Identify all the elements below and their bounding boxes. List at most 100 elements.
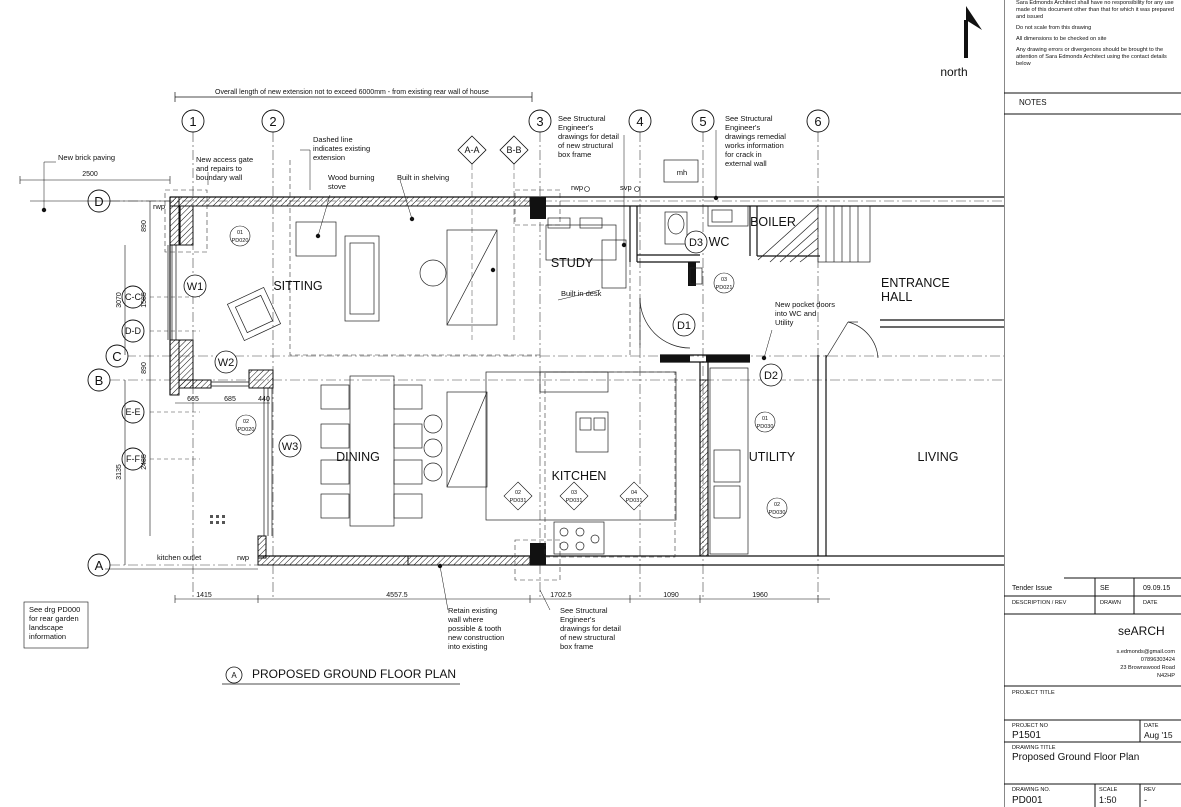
drawing-title: PROPOSED GROUND FLOOR PLAN bbox=[252, 667, 456, 681]
rwp-label-left: rwp bbox=[153, 202, 165, 211]
drawing-no-label: DRAWING NO. bbox=[1012, 787, 1051, 793]
grid-label-4: 4 bbox=[636, 114, 643, 129]
rev-header-date: DATE bbox=[1143, 600, 1158, 606]
grid-label-C: C bbox=[112, 349, 121, 364]
contact-address: 23 Brownswood Road bbox=[1120, 665, 1175, 671]
grid-bubble-A bbox=[87, 553, 111, 577]
north-arrow: north bbox=[940, 6, 982, 79]
note-built-in-desk: Built in desk bbox=[561, 289, 602, 298]
svp-label: svp bbox=[620, 183, 632, 192]
section-label-ee: E-E bbox=[125, 407, 140, 417]
room-sitting: SITTING bbox=[273, 279, 322, 293]
window-w3: W3 bbox=[282, 441, 299, 453]
grid-label-D: D bbox=[94, 194, 103, 209]
disclaimer-1: Sara Edmonds Architect shall have no res… bbox=[1016, 0, 1174, 20]
drawing-ref-letter: A bbox=[231, 671, 237, 680]
section-label-cc: C-C bbox=[125, 292, 141, 302]
project-date: Aug '15 bbox=[1144, 730, 1173, 740]
disclaimer-4: Any drawing errors or divergences should… bbox=[1016, 47, 1167, 67]
walls bbox=[169, 196, 1004, 566]
grid-label-A: A bbox=[95, 558, 104, 573]
note-shelving: Built in shelving bbox=[397, 173, 449, 182]
dim-2485: 2485 bbox=[141, 454, 148, 470]
callout-num-5: 02 bbox=[515, 490, 521, 496]
callout-ref-7: PD031 bbox=[626, 498, 643, 504]
grid-label-5: 5 bbox=[699, 114, 706, 129]
callout-ref-4: PD030 bbox=[769, 510, 786, 516]
callout-ref-1: PD020 bbox=[238, 427, 255, 433]
contact-postcode: N42HP bbox=[1156, 673, 1175, 679]
callout-num-3: 01 bbox=[762, 416, 768, 422]
floor-plan-drawing: 1 2 3 4 5 6 D C B A C-C D-D E-E F-F A-A … bbox=[19, 6, 1004, 685]
dim-3070: 3070 bbox=[116, 292, 123, 308]
project-no: P1501 bbox=[1012, 730, 1041, 741]
disclaimer: Sara Edmonds Architect shall have no res… bbox=[1016, 0, 1178, 72]
new-wall-hatched bbox=[169, 196, 531, 566]
rwp-label-bottom: rwp bbox=[237, 553, 249, 562]
furniture bbox=[226, 159, 871, 555]
rev-header-description: DESCRIPTION / REV bbox=[1012, 600, 1067, 606]
contact-email: s.edmonds@gmail.com bbox=[1116, 649, 1175, 655]
grid-bubble-4 bbox=[628, 109, 652, 133]
door-d1: D1 bbox=[677, 320, 691, 332]
room-study: STUDY bbox=[551, 256, 594, 270]
svg-text:north: north bbox=[940, 65, 967, 79]
revision-date: 09.09.15 bbox=[1143, 585, 1171, 592]
callout-ref-2: PD021 bbox=[716, 285, 733, 291]
callout-ref-6: PD031 bbox=[566, 498, 583, 504]
contact-phone: 07896303424 bbox=[1140, 657, 1175, 663]
project-title-label: PROJECT TITLE bbox=[1012, 690, 1055, 696]
callout-num-0: 01 bbox=[237, 230, 243, 236]
section-label-dd: D-D bbox=[125, 326, 141, 336]
door-d3: D3 bbox=[689, 237, 703, 249]
kitchen-outlet-label: kitchen outlet bbox=[157, 553, 202, 562]
dim-1090: 1090 bbox=[663, 592, 679, 599]
firm-contact: s.edmonds@gmail.com 07896303424 23 Brown… bbox=[1116, 648, 1175, 680]
grid-bubble-1 bbox=[181, 109, 205, 133]
project-no-label: PROJECT NO bbox=[1012, 723, 1048, 729]
rev-value: - bbox=[1144, 795, 1147, 805]
callout-num-4: 02 bbox=[774, 502, 780, 508]
dim-665: 665 bbox=[187, 396, 199, 403]
note-brick-paving: New brick paving bbox=[58, 153, 115, 162]
drawing-title-label: DRAWING TITLE bbox=[1012, 745, 1056, 751]
grid-label-B: B bbox=[95, 373, 104, 388]
grid-label-2: 2 bbox=[269, 114, 276, 129]
firm-name: seARCH bbox=[1118, 624, 1165, 638]
door-d2: D2 bbox=[764, 370, 778, 382]
dim-890-mid: 890 bbox=[141, 362, 148, 374]
rev-label: REV bbox=[1144, 787, 1156, 793]
disclaimer-2: Do not scale from this drawing bbox=[1016, 25, 1092, 31]
revision-drawn: SE bbox=[1100, 585, 1110, 592]
rev-header-drawn: DRAWN bbox=[1100, 600, 1121, 606]
room-wc: WC bbox=[709, 235, 730, 249]
section-marker-bb: B-B bbox=[506, 145, 521, 155]
dim-2500: 2500 bbox=[82, 171, 98, 178]
drawing-title-value: Proposed Ground Floor Plan bbox=[1012, 752, 1140, 763]
grid-bubble-5 bbox=[691, 109, 715, 133]
dim-440: 440 bbox=[258, 396, 270, 403]
notes-label: NOTES bbox=[1019, 98, 1047, 107]
scale-label: SCALE bbox=[1099, 787, 1118, 793]
grid-bubble-6 bbox=[806, 109, 830, 133]
grid-label-1: 1 bbox=[189, 114, 196, 129]
grid-label-3: 3 bbox=[536, 114, 543, 129]
room-utility: UTILITY bbox=[749, 450, 796, 464]
room-boiler: BOILER bbox=[750, 215, 796, 229]
section-marker-aa: A-A bbox=[464, 145, 479, 155]
date-label: DATE bbox=[1144, 723, 1159, 729]
dimension-lines bbox=[19, 176, 830, 603]
dim-685: 685 bbox=[224, 396, 236, 403]
grid-bubble-B bbox=[87, 368, 111, 392]
overall-length-note: Overall length of new extension not to e… bbox=[215, 89, 489, 96]
manhole-label: mh bbox=[677, 168, 687, 177]
rwp-label-top: rwp bbox=[571, 183, 583, 192]
dim-4557: 4557.5 bbox=[386, 592, 408, 599]
